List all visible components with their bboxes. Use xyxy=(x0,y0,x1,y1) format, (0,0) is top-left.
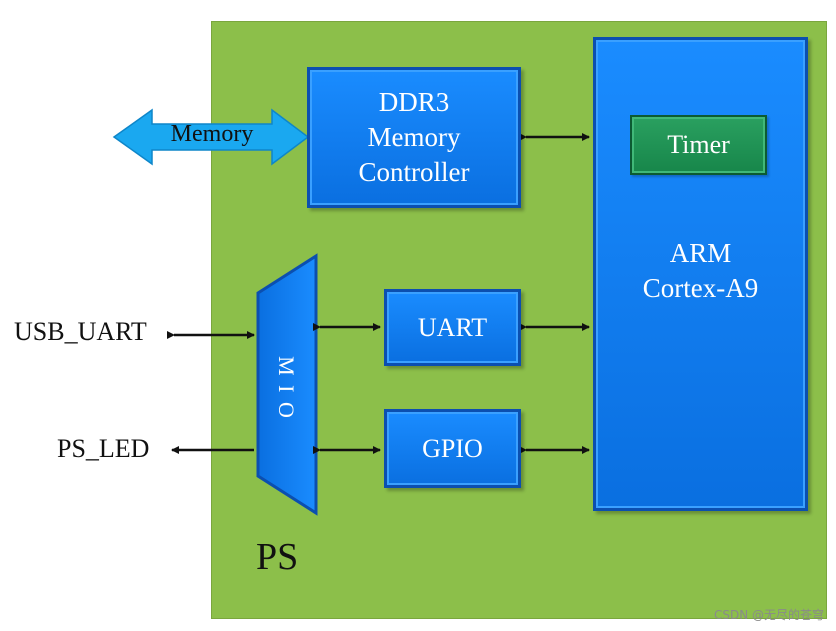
ps-led-label: PS_LED xyxy=(57,434,150,463)
uart-label: UART xyxy=(417,313,488,342)
mio-label-container: M I O xyxy=(262,348,310,428)
ddr3-memory-controller-block: DDR3 Memory Controller xyxy=(307,67,521,208)
gpio-label: GPIO xyxy=(422,434,483,463)
ddr3-line1: DDR3 xyxy=(378,87,450,117)
watermark: CSDN @无尽的苍穹 xyxy=(713,608,824,622)
ddr3-line3: Controller xyxy=(358,157,470,187)
arm-line1: ARM xyxy=(669,238,732,268)
arm-line2: Cortex-A9 xyxy=(642,273,759,303)
gpio-block: GPIO xyxy=(384,409,521,488)
ddr3-line2: Memory xyxy=(367,122,461,152)
arm-cortex-a9-block: ARM Cortex-A9 xyxy=(593,37,808,511)
memory-label: Memory xyxy=(170,121,254,147)
ps-region-label: PS xyxy=(256,536,299,578)
uart-block: UART xyxy=(384,289,521,366)
usb-uart-label: USB_UART xyxy=(14,317,147,346)
mio-block-shape xyxy=(256,253,318,516)
timer-block: Timer xyxy=(630,115,767,175)
mio-label: M I O xyxy=(274,356,299,420)
